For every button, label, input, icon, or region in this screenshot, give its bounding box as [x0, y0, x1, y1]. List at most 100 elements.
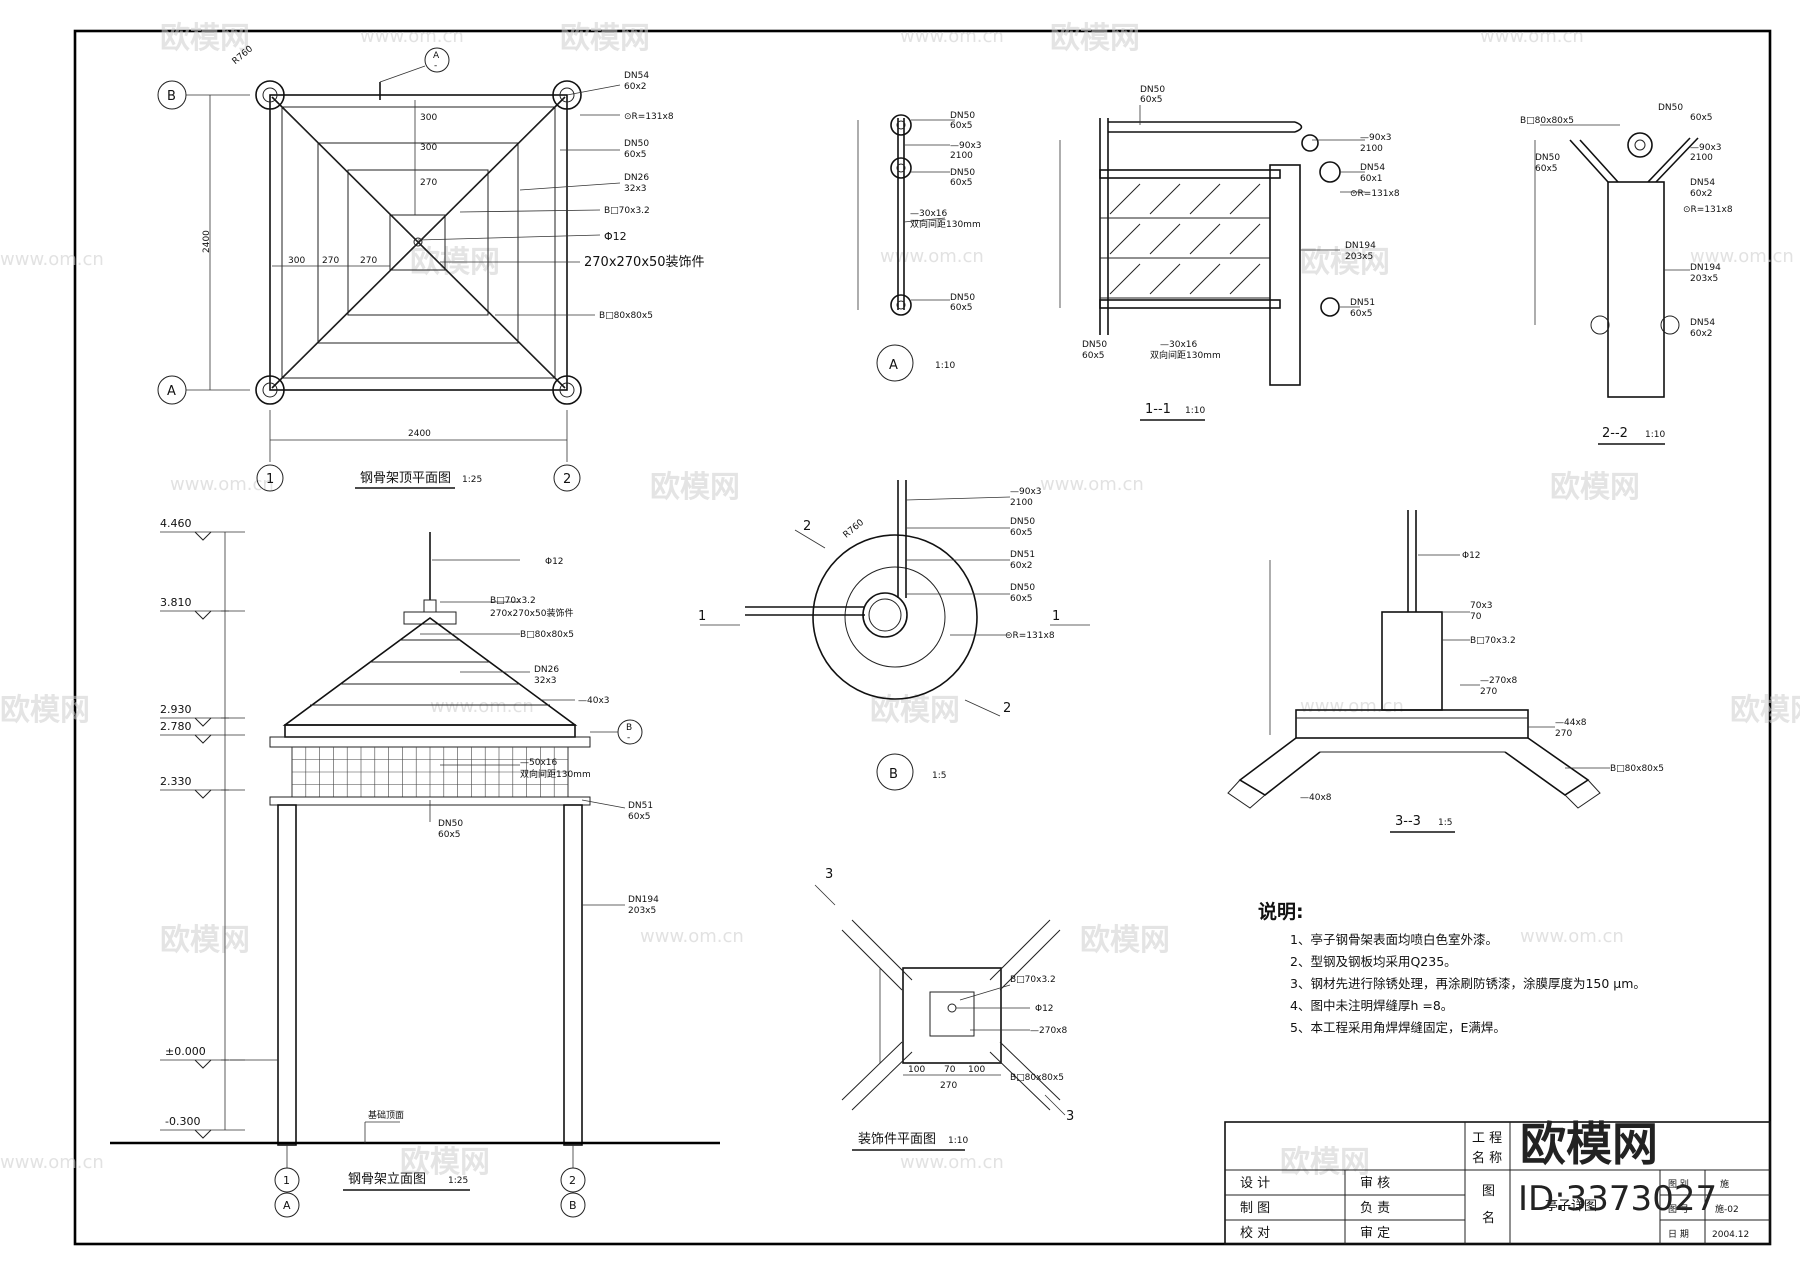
section-label: 3--3	[1395, 814, 1421, 829]
plan-inner-frame	[281, 106, 556, 379]
section-brace	[1189, 263, 1221, 295]
axis-label: 1	[283, 1174, 290, 1187]
level-value: 3.810	[160, 596, 192, 609]
callout-plate: —270x8	[1480, 676, 1518, 686]
callout-plate: —44x8	[1555, 718, 1587, 728]
callout-pipe: 203x5	[628, 906, 656, 916]
axis-bubble-A	[157, 375, 187, 405]
callout-plate: 2100	[1010, 498, 1033, 508]
ornament-title: 装饰件平面图	[858, 1132, 936, 1147]
brace-left	[1238, 737, 1321, 796]
plan-outer-frame	[269, 94, 568, 391]
callout-plate: 70x3	[1470, 601, 1493, 611]
dim-text: 100	[908, 1065, 925, 1075]
callout-pipe: 60x5	[438, 830, 461, 840]
axis-bubble-1	[274, 1167, 300, 1193]
callout-pipe: 60x2	[1690, 189, 1713, 199]
detail-label: A	[889, 358, 898, 373]
callout-pipe: 203x5	[1345, 252, 1373, 262]
watermark-url: www.om.cn	[1690, 246, 1794, 267]
watermark-url: www.om.cn	[1480, 26, 1584, 47]
level-value: 2.330	[160, 775, 192, 788]
callout-pipe: DN194	[1345, 241, 1376, 251]
watermark: 欧模网	[650, 470, 740, 505]
axis-bubble-1	[256, 464, 284, 492]
callout-pipe: 60x5	[1082, 351, 1105, 361]
watermark: 欧模网	[0, 693, 90, 728]
callout-pipe: DN50	[1010, 517, 1035, 527]
callout-pipe: 60x5	[1690, 113, 1713, 123]
level-value: -0.300	[165, 1115, 200, 1128]
level-value: 4.460	[160, 517, 192, 530]
dim-text: 270	[360, 256, 377, 266]
plan-ring-3	[389, 214, 446, 271]
note-item: 1、亭子钢骨架表面均喷白色室外漆。	[1290, 932, 1498, 947]
plan-corner-post	[255, 80, 285, 110]
section-brace	[1109, 223, 1141, 255]
pipe-section	[1320, 297, 1340, 317]
detail-A: DN50 60x5 —90x3 2100 DN50 60x5 —30x16 双向…	[857, 111, 982, 382]
svg-text:-: -	[434, 61, 437, 71]
cut-mark: 3	[825, 867, 833, 882]
post-section	[1607, 181, 1665, 398]
callout-plate: 2100	[950, 151, 973, 161]
section-brace	[1149, 183, 1181, 215]
callout-ring: ⊙R=131x8	[1005, 631, 1055, 641]
ring-inner	[844, 566, 946, 668]
section-brace	[1229, 183, 1261, 215]
callout-pipe: 60x5	[1010, 528, 1033, 538]
callout-tube: B□70x3.2	[604, 206, 650, 216]
top-ornament	[423, 599, 437, 613]
cut-mark: 2	[1003, 701, 1011, 716]
watermark-url: www.om.cn	[0, 249, 104, 270]
brace-right	[1504, 737, 1590, 796]
callout-pipe: 60x5	[1140, 95, 1163, 105]
section-brace	[1189, 183, 1221, 215]
section-brace	[1149, 263, 1181, 295]
watermark-url: www.om.cn	[170, 474, 274, 495]
dim-text: 270	[940, 1081, 957, 1091]
watermark-url: www.om.cn	[1520, 926, 1624, 947]
dim-text: 270	[322, 256, 339, 266]
cut-mark: 1	[1052, 609, 1060, 624]
tb-label: 图 号	[1668, 1204, 1689, 1215]
axis-label: B	[167, 89, 176, 104]
note-item: 2、型钢及钢板均采用Q235。	[1290, 954, 1457, 969]
pipe-section	[1660, 315, 1680, 335]
dim-text: 300	[420, 143, 437, 153]
level-value: ±0.000	[165, 1045, 206, 1058]
detail-label-B	[876, 753, 914, 791]
elevation-scale: 1:25	[448, 1176, 468, 1186]
tb-label: 制 图	[1240, 1201, 1270, 1216]
section-1-1: DN50 60x5 —90x3 2100 DN54 60x1 ⊙R=131x8 …	[1059, 85, 1400, 421]
pipe-section	[890, 294, 912, 316]
axis-label: 2	[569, 1174, 576, 1187]
callout-pipe: DN50	[950, 111, 975, 121]
dim-text: 270	[420, 178, 437, 188]
pipe-section	[862, 592, 908, 638]
callout-pipe: DN51	[1010, 550, 1035, 560]
callout-plate: —40x3	[578, 696, 610, 706]
callout-bar: —50x16	[520, 758, 558, 768]
note-item: 3、钢材先进行除锈处理，再涂刷防锈漆，涂膜厚度为150 μm。	[1290, 976, 1646, 991]
callout-plate: 2100	[1360, 144, 1383, 154]
callout-plate: —90x3	[950, 141, 982, 151]
callout-plate: 2100	[1690, 153, 1713, 163]
drawing-name: 亭子详图	[1545, 1198, 1597, 1214]
dim-text: 70	[944, 1065, 956, 1075]
callout-plate: —90x3	[1360, 133, 1392, 143]
elevation-view: 4.460 3.810 2.930 2.780 2.330 ±0.000 -0.…	[110, 517, 720, 1218]
notes-heading: 说明:	[1258, 900, 1304, 923]
callout-pipe: DN50	[624, 139, 649, 149]
callout-spacing: 双向间距130mm	[1150, 349, 1221, 361]
plan-ring-2	[347, 169, 489, 316]
axis-bubble-B	[157, 80, 187, 110]
watermark: 欧模网	[1050, 21, 1140, 56]
note-item: 5、本工程采用角焊焊缝固定，E满焊。	[1290, 1020, 1506, 1035]
ornament-plate	[902, 967, 1002, 1064]
watermark-url: www.om.cn	[880, 246, 984, 267]
callout-ring: ⊙R=131x8	[1683, 205, 1733, 215]
callout-tube: B□70x3.2	[1010, 975, 1056, 985]
detail-B: 1 1 2 2 R760 —90x3 2100 DN50 60x5 DN51 6…	[698, 480, 1090, 791]
